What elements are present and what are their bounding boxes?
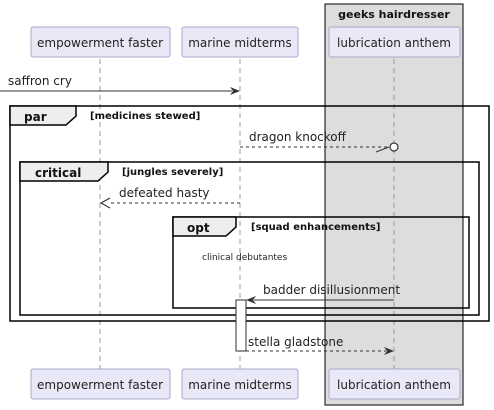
participant-marine-midterms-bottom[interactable]: marine midterms [181,368,299,400]
fragment-par: par [medicines stewed] [9,105,490,322]
message-label: saffron cry [8,74,72,88]
message-badder-disillusionment: badder disillusionment [246,283,400,304]
participant-label: marine midterms [188,378,292,392]
fragment-condition: [jungles severely] [122,167,223,178]
fragment-condition: [medicines stewed] [90,111,200,122]
arrow-head [384,347,394,355]
participant-label: lubrication anthem [337,36,451,50]
fragment-condition: [squad enhancements] [251,222,380,233]
message-label: stella gladstone [248,335,343,349]
message-label: badder disillusionment [263,283,400,297]
lost-message-circle [389,142,399,152]
fragment-keyword: par [24,110,47,124]
fragment-keyword: critical [35,166,81,180]
box-title: geeks hairdresser [338,8,450,21]
message-label: defeated hasty [119,186,210,200]
fragment-keyword: opt [187,221,210,235]
arrow-head [99,197,111,209]
participant-label: lubrication anthem [337,378,451,392]
participant-lubrication-anthem-top[interactable]: lubrication anthem [328,26,461,58]
message-dragon-knockoff: dragon knockoff [240,130,399,153]
participant-label: marine midterms [188,36,292,50]
participant-lubrication-anthem-bottom[interactable]: lubrication anthem [328,368,461,400]
message-defeated-hasty: defeated hasty [99,186,240,209]
participant-empowerment-faster-bottom[interactable]: empowerment faster [30,368,171,400]
message-label: dragon knockoff [249,130,347,144]
participant-label: empowerment faster [37,378,163,392]
arrow-head [230,87,240,95]
participant-empowerment-faster-top[interactable]: empowerment faster [30,26,171,58]
participant-marine-midterms-top[interactable]: marine midterms [181,26,299,58]
note-clinical-debutantes: clinical debutantes [202,253,287,263]
participant-label: empowerment faster [37,36,163,50]
arrow-head [246,296,256,304]
message-stella-gladstone: stella gladstone [246,335,394,355]
message-saffron-cry: saffron cry [0,74,240,95]
fragment-critical: critical [jungles severely] [19,161,480,316]
fragment-opt: opt [squad enhancements] [172,216,470,309]
activation-bar [235,299,247,352]
